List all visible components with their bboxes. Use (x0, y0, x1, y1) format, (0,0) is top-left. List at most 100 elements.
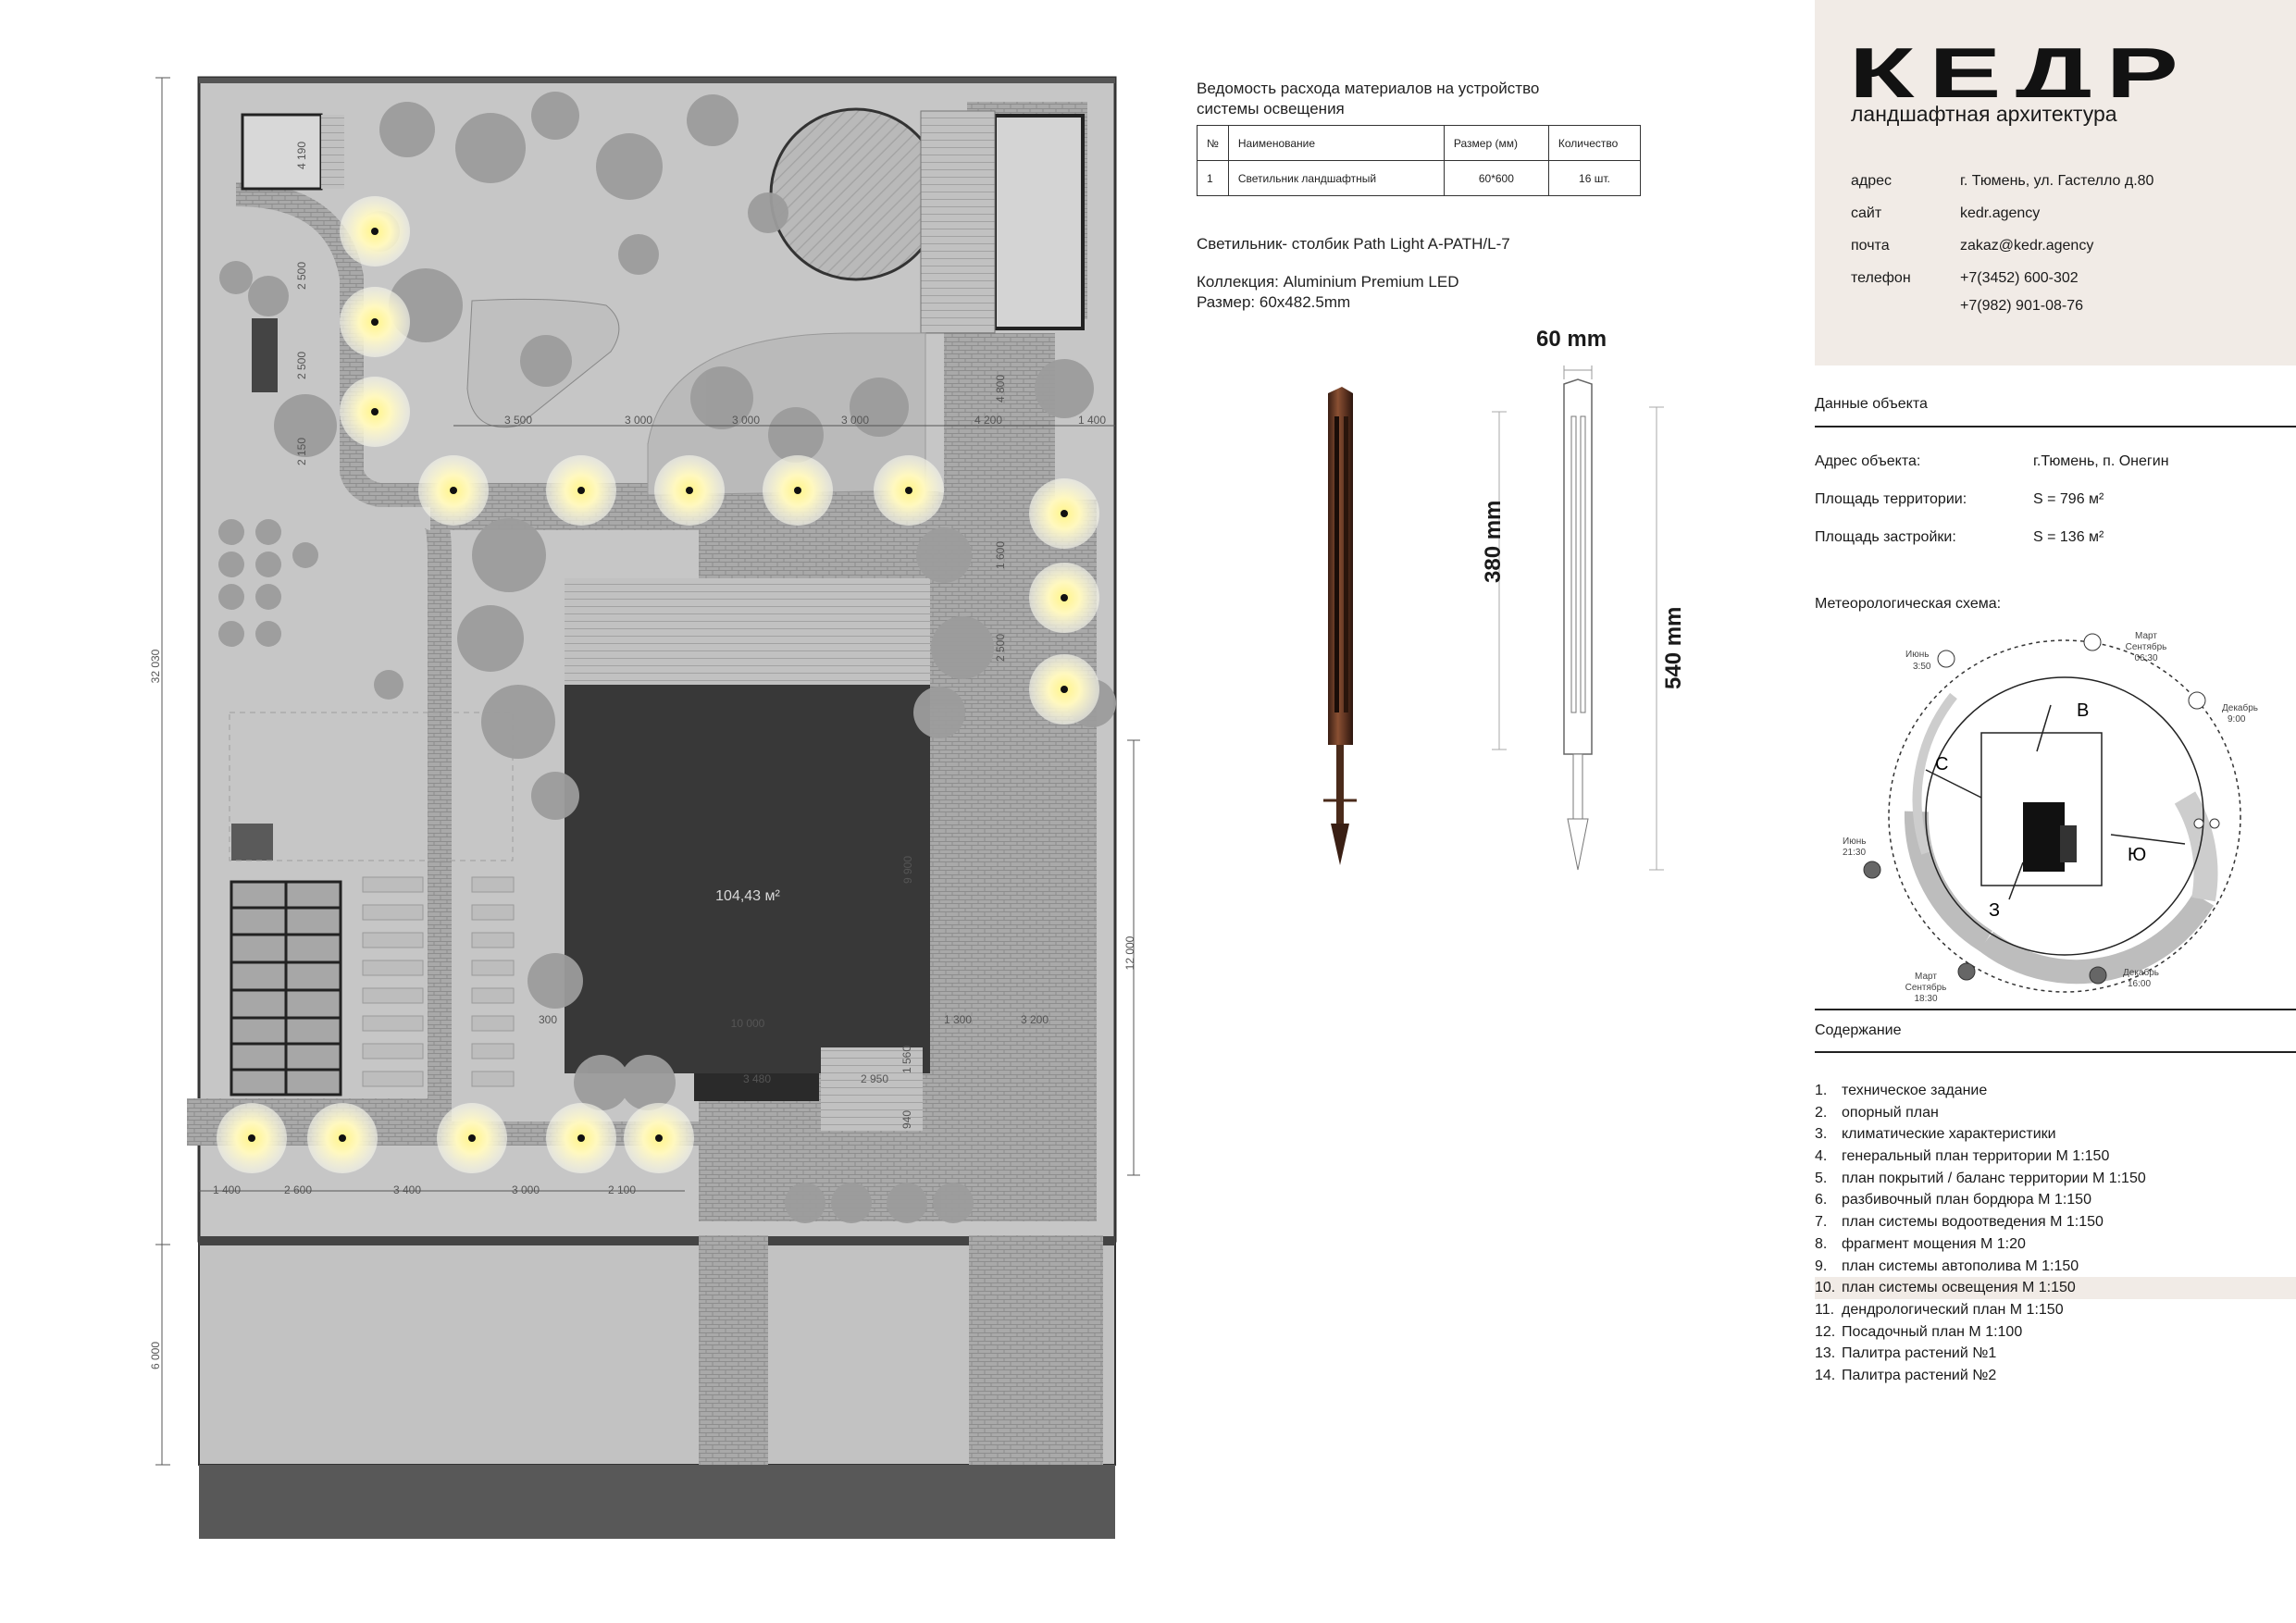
object-value: S = 796 м² (2033, 491, 2104, 507)
toc-item[interactable]: 12.Посадочный план М 1:100 (1815, 1321, 2296, 1344)
dim-steps-depth: 1 560 (900, 1046, 913, 1073)
lamp-technical-drawing (1492, 365, 1664, 871)
meteo-title: Метеорологическая схема: (1815, 596, 2002, 612)
lamp-render-image (1323, 387, 1357, 865)
road (199, 1465, 1115, 1539)
toc-item[interactable]: 9.план системы автополива М 1:150 (1815, 1256, 2296, 1278)
light-fixture (1029, 478, 1099, 549)
playground-block (231, 824, 273, 861)
toc-item[interactable]: 2.опорный план (1815, 1102, 2296, 1124)
light-fixtures (217, 196, 1099, 1173)
dim-fence-side: 12 000 (1123, 935, 1136, 970)
toc-item[interactable]: 11.дендрологический план М 1:150 (1815, 1299, 2296, 1321)
shadow-arc-south (1979, 893, 2215, 985)
light-fixture (1029, 654, 1099, 725)
object-value: S = 136 м² (2033, 529, 2104, 545)
toc-item[interactable]: 1.техническое задание (1815, 1080, 2296, 1102)
fence-top (199, 78, 1115, 83)
object-row: Адрес объекта: г.Тюмень, п. Онегин (1815, 453, 2259, 491)
toc-label: дендрологический план М 1:150 (1842, 1301, 2064, 1318)
sauna-building (993, 114, 1085, 330)
divider (1815, 426, 2296, 427)
materials-title-line1: Ведомость расхода материалов на устройст… (1197, 80, 1540, 97)
toc-item[interactable]: 5.план покрытий / баланс территории М 1:… (1815, 1168, 2296, 1190)
street-zone (198, 1240, 1116, 1466)
dim-right-1: 4 800 (994, 375, 1007, 403)
sun-label: Июнь (1843, 836, 1866, 847)
toc-item[interactable]: 6.разбивочный план бордюра М 1:150 (1815, 1189, 2296, 1211)
toc-item[interactable]: 13.Палитра растений №1 (1815, 1343, 2296, 1365)
sun-dec-rise-icon (2188, 691, 2206, 710)
contact-label: сайт (1851, 205, 1882, 221)
lamp-dim-total: 540 mm (1661, 606, 1686, 689)
divider (1815, 1051, 2296, 1053)
contact-email[interactable]: zakaz@kedr.agency (1960, 238, 2094, 254)
house-area-label: 104,43 м² (715, 888, 780, 904)
dim-bottom-1: 1 400 (213, 1183, 241, 1196)
sun-equinox-set-icon (1957, 962, 1976, 981)
drive-strip-2 (969, 1235, 1103, 1465)
light-fixture (307, 1103, 378, 1173)
contents-list: 1.техническое задание 2.опорный план 3.к… (1815, 1080, 2296, 1387)
light-fixture (340, 377, 410, 447)
brand-logo: КЕДР (1849, 37, 2192, 97)
toc-item[interactable]: 8.фрагмент мощения М 1:20 (1815, 1233, 2296, 1256)
house (565, 685, 930, 1073)
house-porch (694, 1073, 819, 1101)
dimension-lines (155, 77, 1140, 1466)
sun-orbit (1888, 639, 2241, 993)
contact-row: телефон +7(3452) 600-302 (1851, 270, 2249, 298)
table-header-cell: Наименование (1227, 125, 1445, 161)
toc-label: разбивочный план бордюра М 1:150 (1842, 1192, 2091, 1208)
sun-label: 06:30 (2134, 653, 2157, 663)
light-fixture (1029, 563, 1099, 633)
sun-label: Июнь (1905, 650, 1929, 660)
terrace-deck (565, 578, 930, 685)
sun-label: Сентябрь (2126, 641, 2167, 652)
sun-dec-set-icon (2089, 966, 2107, 985)
house-footprint (2023, 802, 2065, 872)
brand-block (1815, 0, 2296, 365)
toc-item[interactable]: 3.климатические характеристики (1815, 1123, 2296, 1146)
dim-right-3: 2 500 (994, 634, 1007, 662)
contact-row: +7(982) 901-08-76 (1851, 298, 2249, 326)
dim-right-2: 1 600 (994, 541, 1007, 569)
contents-title: Содержание (1815, 1022, 1902, 1038)
contact-label: почта (1851, 238, 1890, 254)
toc-label: план системы автополива М 1:150 (1842, 1258, 2079, 1274)
sun-label: Декабрь (2222, 702, 2258, 713)
toc-label: Палитра растений №2 (1842, 1367, 1997, 1383)
light-fixture (418, 455, 489, 526)
contact-row: адрес г. Тюмень, ул. Гастелло д.80 (1851, 173, 2249, 205)
dim-path-3: 2 500 (295, 352, 308, 379)
toc-label: Палитра растений №1 (1842, 1345, 1997, 1362)
brand-subtitle: ландшафтная архитектура (1851, 102, 2117, 126)
direction-south: Ю (2128, 845, 2146, 865)
dim-940: 940 (900, 1110, 913, 1129)
dim-path-4: 2 150 (295, 438, 308, 465)
object-data: Адрес объекта: г.Тюмень, п. Онегин Площа… (1815, 453, 2259, 567)
shadow-arc-north (1912, 692, 1957, 855)
light-fixture (874, 455, 944, 526)
toc-item[interactable]: 4.генеральный план территории М 1:150 (1815, 1146, 2296, 1168)
gazebo-steps (321, 115, 344, 189)
toc-item[interactable]: 14.Палитра растений №2 (1815, 1365, 2296, 1387)
dim-steps: 2 950 (861, 1072, 888, 1085)
direction-north: С (1935, 754, 1948, 774)
playground-outline (229, 712, 514, 861)
dim-bottom-5: 2 100 (608, 1183, 636, 1196)
contact-phone[interactable]: +7(982) 901-08-76 (1960, 298, 2083, 314)
contact-website[interactable]: kedr.agency (1960, 205, 2041, 221)
dim-house-offset: 300 (539, 1013, 557, 1026)
materials-title-line2: системы освещения (1197, 100, 1345, 118)
dim-row-2: 3 000 (625, 414, 652, 427)
trees (218, 92, 1116, 1223)
shadow-arc-east (2174, 791, 2218, 902)
dim-path-2: 2 500 (295, 262, 308, 290)
light-fixture (340, 196, 410, 266)
toc-item[interactable]: 7.план системы водоотведения М 1:150 (1815, 1211, 2296, 1233)
sun-equinox-rise-icon (2083, 633, 2102, 651)
contact-phone[interactable]: +7(3452) 600-302 (1960, 270, 2079, 286)
toc-item-active[interactable]: 10.план системы освещения М 1:150 (1815, 1277, 2296, 1299)
drive-strip-1 (699, 1235, 768, 1465)
